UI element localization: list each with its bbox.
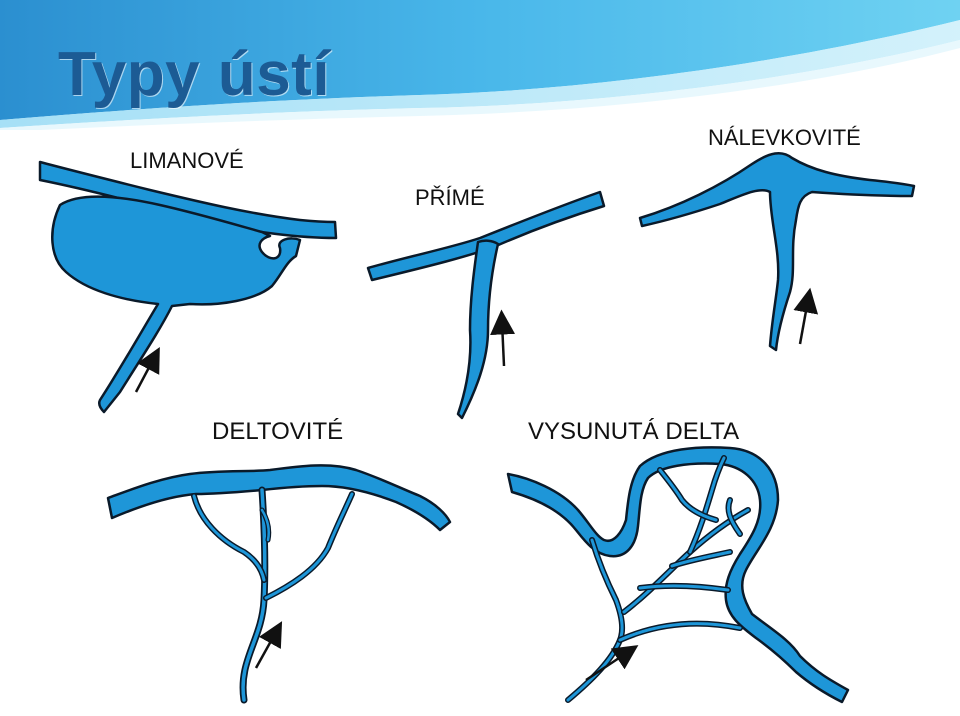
diagram-limanove [38,160,338,414]
diagram-vysunuta-delta [506,446,850,704]
label-nalevkovite: NÁLEVKOVITÉ [708,125,861,150]
header-banner [0,0,960,130]
prime-river [456,239,500,420]
label-limanove: LIMANOVÉ [130,148,244,173]
delta-coast [106,464,452,532]
vysun-channels [565,455,751,703]
diagram-prime [366,190,606,420]
vysun-coast [506,446,850,704]
label-prime: PŘÍMÉ [415,185,485,210]
prime-coast [366,190,606,282]
nalev-coast [638,151,916,352]
delta-channels [191,486,355,704]
liman-lagoon [51,195,302,414]
label-deltovite: DELTOVITÉ [212,418,344,445]
label-vysunuta-delta: VYSUNUTÁ DELTA [528,418,740,445]
diagram-nalevkovite [638,151,916,352]
page-title: Typy ústí [58,40,331,109]
diagram-deltovite [106,464,452,704]
